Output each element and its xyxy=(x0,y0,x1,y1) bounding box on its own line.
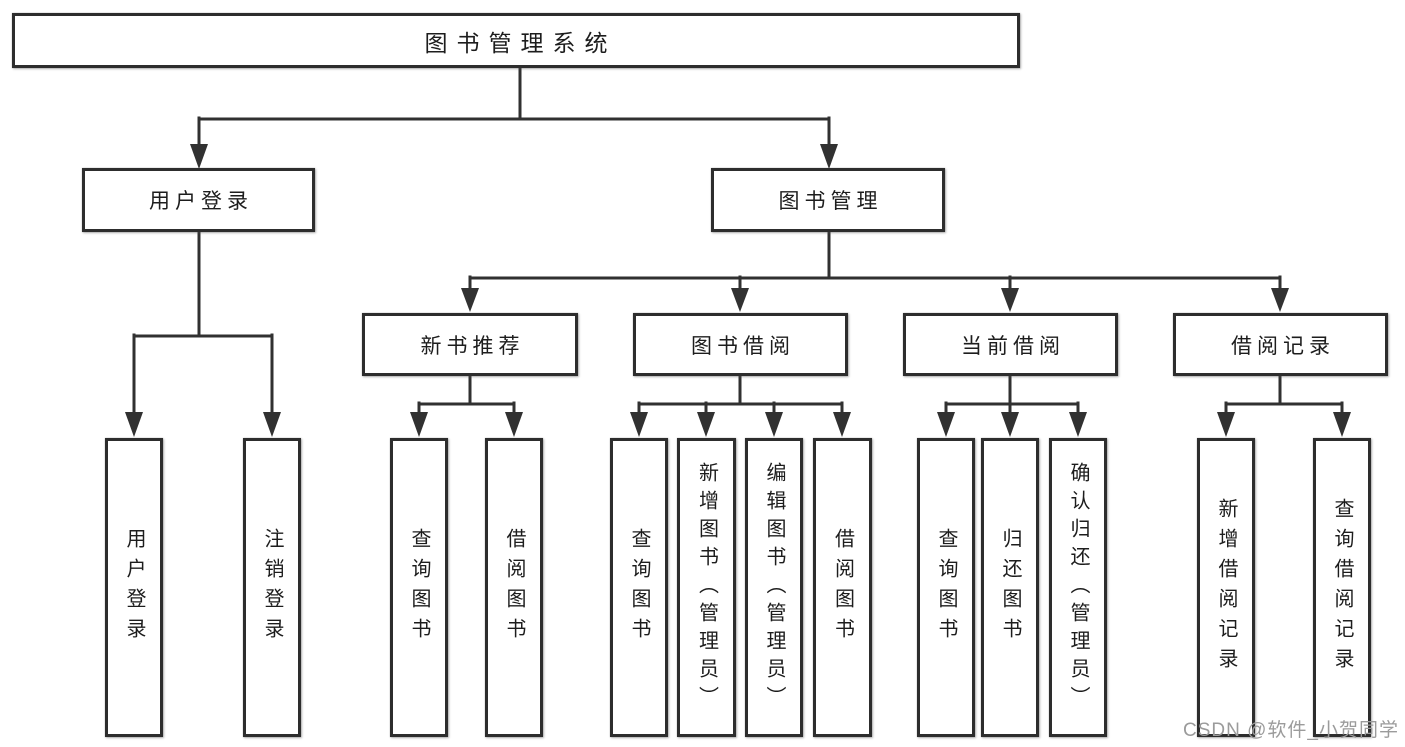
arrow-down-icon xyxy=(1001,288,1019,312)
csdn-watermark: CSDN @软件_小贺同学 xyxy=(1183,720,1399,741)
leaf-borrowing-query-books: 查询图书 xyxy=(610,438,668,737)
leaf-current-query-books: 查询图书 xyxy=(917,438,975,737)
leaf-query-borrow-record: 查询借阅记录 xyxy=(1313,438,1371,737)
leaf-recommend-query-books-label: 查询图书 xyxy=(408,527,430,648)
leaf-query-borrow-record-label: 查询借阅记录 xyxy=(1331,497,1353,678)
arrow-down-icon xyxy=(263,412,281,437)
leaf-add-borrow-record-label: 新增借阅记录 xyxy=(1215,497,1237,678)
node-library-system-label: 图书管理系统 xyxy=(424,29,617,56)
arrow-down-icon xyxy=(461,288,479,312)
leaf-borrowing-borrow-books: 借阅图书 xyxy=(813,438,872,737)
leaf-confirm-return-admin-label: 确认归还（管理员） xyxy=(1067,461,1089,714)
arrow-down-icon xyxy=(125,412,143,437)
leaf-logout: 注销登录 xyxy=(243,438,301,737)
leaf-confirm-return-admin: 确认归还（管理员） xyxy=(1049,438,1107,737)
node-borrowing-records-label: 借阅记录 xyxy=(1231,334,1335,358)
leaf-add-books-admin: 新增图书（管理员） xyxy=(677,438,736,737)
arrow-down-icon xyxy=(937,412,955,437)
node-borrowing-records: 借阅记录 xyxy=(1173,313,1388,376)
node-new-book-recommend-label: 新书推荐 xyxy=(420,334,525,358)
arrow-down-icon xyxy=(190,144,208,169)
node-current-borrowing-label: 当前借阅 xyxy=(961,334,1065,358)
node-book-management: 图书管理 xyxy=(711,168,945,232)
leaf-recommend-query-books: 查询图书 xyxy=(390,438,448,737)
node-user-login-branch: 用户登录 xyxy=(82,168,315,232)
arrow-down-icon xyxy=(1271,288,1289,312)
leaf-user-login-label: 用户登录 xyxy=(123,527,145,648)
arrow-down-icon xyxy=(731,288,749,312)
leaf-edit-books-admin: 编辑图书（管理员） xyxy=(745,438,803,737)
leaf-recommend-borrow-books-label: 借阅图书 xyxy=(503,527,525,648)
arrow-down-icon xyxy=(630,412,648,437)
arrow-down-icon xyxy=(765,412,783,437)
leaf-logout-label: 注销登录 xyxy=(261,527,283,648)
node-book-borrowing-label: 图书借阅 xyxy=(691,334,795,358)
leaf-add-borrow-record: 新增借阅记录 xyxy=(1197,438,1255,737)
leaf-edit-books-admin-label: 编辑图书（管理员） xyxy=(763,461,785,714)
node-current-borrowing: 当前借阅 xyxy=(903,313,1118,376)
node-book-borrowing: 图书借阅 xyxy=(633,313,848,376)
arrow-down-icon xyxy=(505,412,523,437)
arrow-down-icon xyxy=(833,412,851,437)
leaf-user-login: 用户登录 xyxy=(105,438,163,737)
leaf-add-books-admin-label: 新增图书（管理员） xyxy=(695,461,718,714)
node-user-login-branch-label: 用户登录 xyxy=(149,190,253,213)
arrow-down-icon xyxy=(1001,412,1019,437)
arrow-down-icon xyxy=(820,144,838,169)
arrow-down-icon xyxy=(697,412,715,437)
arrow-down-icon xyxy=(410,412,428,437)
node-new-book-recommend: 新书推荐 xyxy=(362,313,578,376)
leaf-recommend-borrow-books: 借阅图书 xyxy=(485,438,543,737)
leaf-borrowing-query-books-label: 查询图书 xyxy=(628,527,650,648)
leaf-borrowing-borrow-books-label: 借阅图书 xyxy=(831,527,854,648)
leaf-return-books-label: 归还图书 xyxy=(999,527,1021,648)
node-book-management-label: 图书管理 xyxy=(778,190,883,213)
arrow-down-icon xyxy=(1333,412,1351,437)
leaf-return-books: 归还图书 xyxy=(981,438,1039,737)
arrow-down-icon xyxy=(1217,412,1235,437)
arrow-down-icon xyxy=(1069,412,1087,437)
leaf-current-query-books-label: 查询图书 xyxy=(935,527,957,648)
node-library-system: 图书管理系统 xyxy=(12,13,1020,68)
